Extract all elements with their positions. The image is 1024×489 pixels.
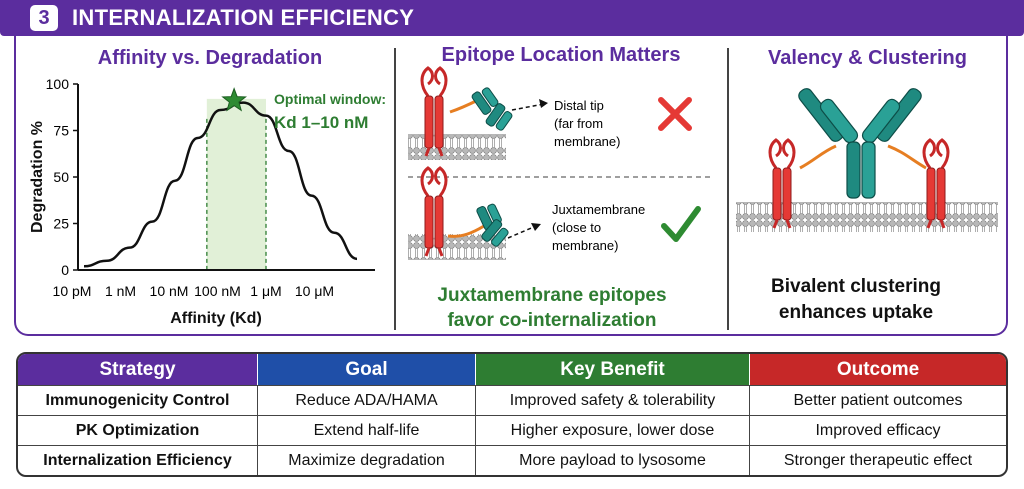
- panel-divider-1: [394, 48, 396, 330]
- header-goal: Goal: [258, 354, 476, 385]
- section-title: INTERNALIZATION EFFICIENCY: [72, 5, 415, 30]
- juxta-label-2: (close to: [552, 220, 601, 235]
- header-key-benefit: Key Benefit: [476, 354, 750, 385]
- cross-icon: [658, 97, 692, 131]
- panel3-title: Valency & Clustering: [768, 47, 967, 69]
- panels-card: [14, 36, 1008, 336]
- header-outcome: Outcome: [750, 354, 1006, 385]
- table-row: Immunogenicity Control Reduce ADA/HAMA I…: [18, 385, 1006, 415]
- distal-label-3: membrane): [554, 134, 620, 149]
- membrane-top: [408, 134, 506, 160]
- pointer-top: [511, 103, 545, 111]
- cell-benefit: Improved safety & tolerability: [476, 385, 750, 415]
- x-axis-label: Affinity (Kd): [170, 310, 262, 327]
- summary-table: Strategy Goal Key Benefit Outcome Immuno…: [16, 352, 1008, 477]
- peak-star-icon: [221, 87, 247, 112]
- y-tick-label: 75: [53, 123, 69, 139]
- panel1-title: Affinity vs. Degradation: [97, 47, 323, 69]
- cell-outcome: Improved efficacy: [750, 415, 1006, 445]
- optimal-window-kd-label: Kd 1–10 nM: [274, 113, 368, 132]
- y-tick-label: 50: [53, 169, 69, 185]
- section-banner: 3 INTERNALIZATION EFFICIENCY: [0, 0, 1024, 36]
- distal-label: Distal tip: [554, 98, 604, 113]
- distal-label-2: (far from: [554, 116, 603, 131]
- cell-strategy: PK Optimization: [18, 415, 258, 445]
- table-row: PK Optimization Extend half-life Higher …: [18, 415, 1006, 445]
- pointer-top-arrow: [539, 99, 548, 108]
- linker-left: [799, 144, 837, 170]
- y-axis-label: Degradation %: [29, 121, 46, 233]
- cell-strategy: Immunogenicity Control: [18, 385, 258, 415]
- cell-benefit: More payload to lysosome: [476, 445, 750, 475]
- bivalent-antibody: [798, 88, 922, 199]
- optimal-window-label: Optimal window:: [274, 91, 386, 107]
- header-strategy: Strategy: [18, 354, 258, 385]
- pointer-bottom-arrow: [531, 223, 541, 231]
- x-tick-label: 10 nM: [150, 283, 189, 299]
- cell-goal: Reduce ADA/HAMA: [258, 385, 476, 415]
- y-tick-label: 100: [46, 76, 70, 92]
- y-tick-label: 0: [61, 262, 69, 278]
- degradation-curve: [83, 101, 358, 268]
- table-header-row: Strategy Goal Key Benefit Outcome: [18, 354, 1006, 385]
- cell-goal: Maximize degradation: [258, 445, 476, 475]
- optimal-window-band: [206, 98, 266, 270]
- panel2-title: Epitope Location Matters: [441, 44, 681, 66]
- juxta-label: Juxtamembrane: [552, 202, 645, 217]
- x-tick-label: 1 nM: [105, 283, 136, 299]
- pointer-bottom: [507, 225, 537, 239]
- linker-bottom: [447, 224, 485, 238]
- epitope-conclusion-2: favor co-internalization: [447, 310, 656, 331]
- valency-caption-2: enhances uptake: [779, 302, 933, 323]
- juxta-label-3: membrane): [552, 238, 618, 253]
- cell-goal: Extend half-life: [258, 415, 476, 445]
- x-tick-label: 1 μM: [250, 283, 281, 299]
- linker-right: [887, 144, 927, 170]
- y-tick-label: 25: [53, 216, 69, 232]
- panel-divider-2: [727, 48, 729, 330]
- section-number-badge: 3: [30, 5, 58, 31]
- check-icon: [661, 206, 701, 242]
- epitope-conclusion-1: Juxtamembrane epitopes: [437, 285, 666, 306]
- cell-outcome: Stronger therapeutic effect: [750, 445, 1006, 475]
- table-row: Internalization Efficiency Maximize degr…: [18, 445, 1006, 475]
- cell-outcome: Better patient outcomes: [750, 385, 1006, 415]
- x-tick-label: 10 pM: [53, 283, 92, 299]
- valency-caption-1: Bivalent clustering: [771, 276, 941, 297]
- x-tick-label: 100 nM: [194, 283, 241, 299]
- cell-benefit: Higher exposure, lower dose: [476, 415, 750, 445]
- x-tick-label: 10 μM: [295, 283, 334, 299]
- cell-strategy: Internalization Efficiency: [18, 445, 258, 475]
